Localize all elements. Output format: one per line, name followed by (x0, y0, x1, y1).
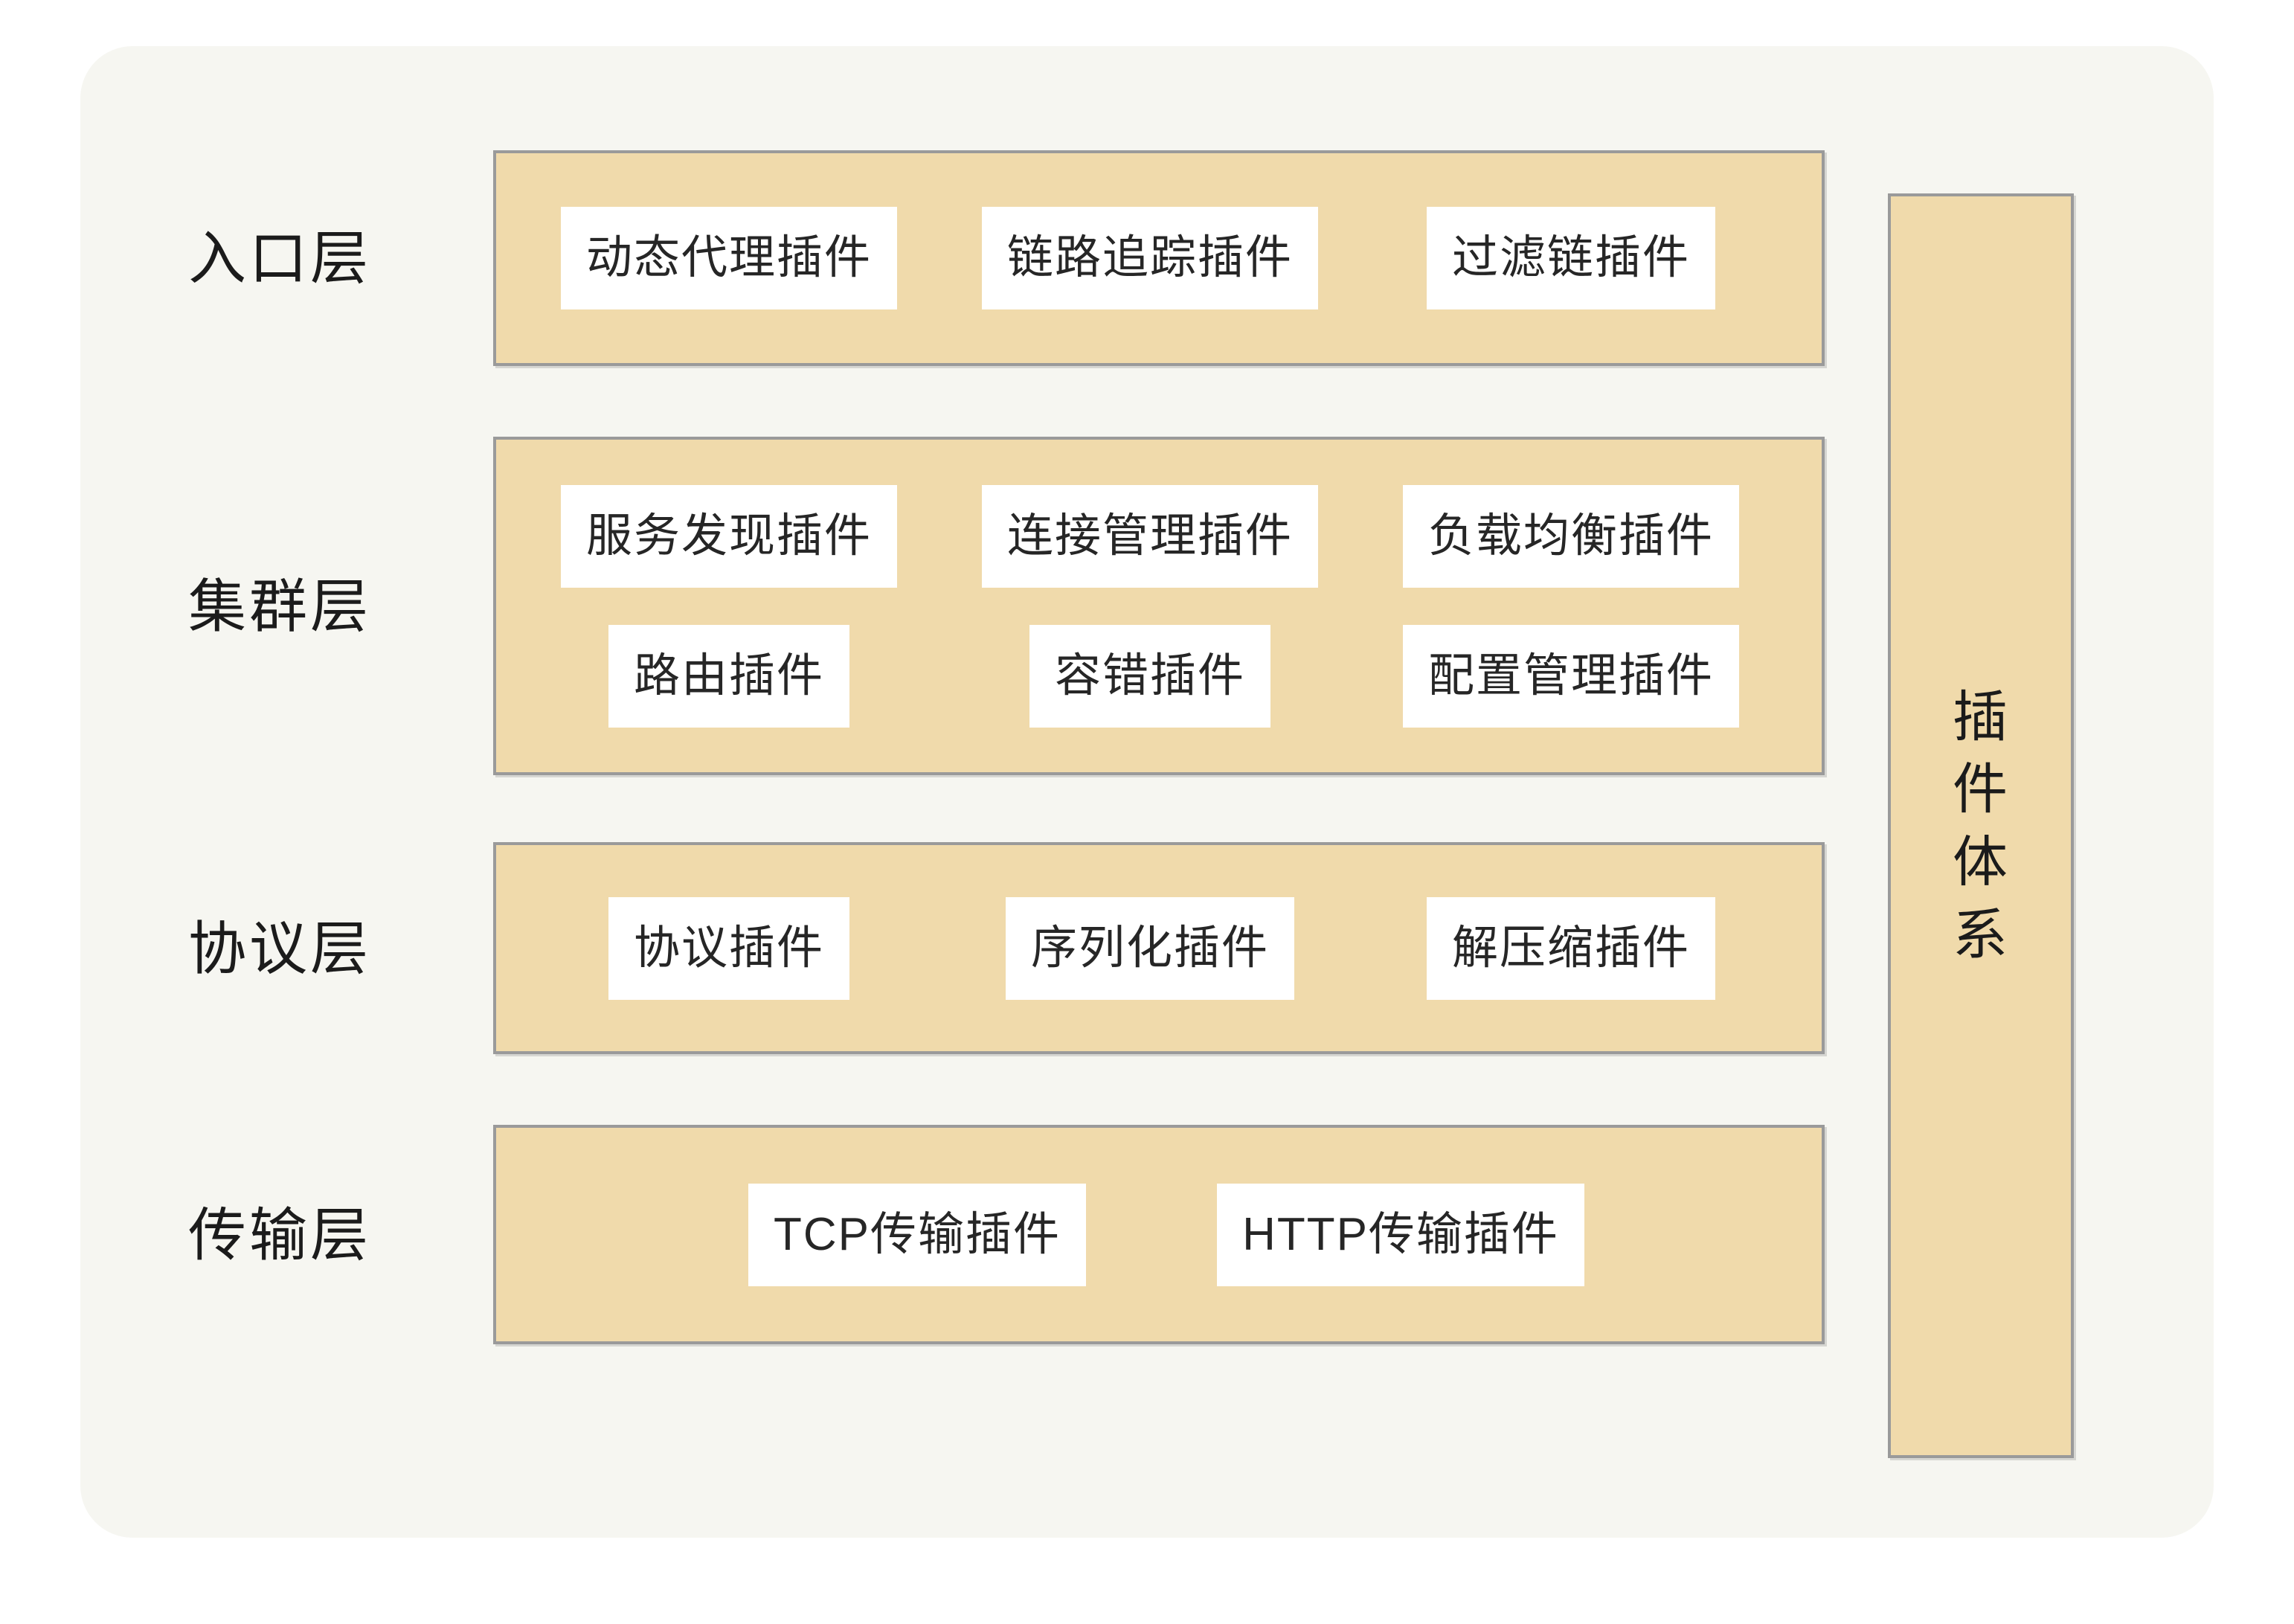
plugin-box-serialization[interactable]: 序列化插件 (1005, 896, 1294, 1000)
band-line: TCP传输插件 HTTP传输插件 (518, 1183, 1799, 1286)
layer-band-transport: TCP传输插件 HTTP传输插件 (493, 1125, 1825, 1344)
plugin-slot: 服务发现插件 (518, 484, 939, 588)
plugin-box-fault-tolerance[interactable]: 容错插件 (1029, 624, 1270, 728)
plugin-system-panel: 插件体系 (1888, 193, 2074, 1458)
plugin-box-compression[interactable]: 解压缩插件 (1426, 896, 1715, 1000)
plugin-box-filter-chain[interactable]: 过滤链插件 (1426, 207, 1715, 309)
layer-label-transport: 传输层 (188, 1201, 372, 1268)
band-line: 协议插件 序列化插件 解压缩插件 (518, 896, 1799, 1000)
plugin-box-service-discovery[interactable]: 服务发现插件 (560, 484, 897, 588)
plugin-box-routing[interactable]: 路由插件 (608, 624, 849, 728)
diagram-card: 入口层 动态代理插件 链路追踪插件 过滤链插件 (80, 46, 2214, 1538)
layer-stack: 入口层 动态代理插件 链路追踪插件 过滤链插件 (80, 46, 2214, 1538)
plugin-slot: HTTP传输插件 (1159, 1183, 1642, 1286)
plugin-slot: 容错插件 (939, 624, 1360, 728)
plugin-slot: 负载均衡插件 (1360, 484, 1781, 588)
plugin-slot: 序列化插件 (939, 896, 1360, 1000)
layer-label-cluster: 集群层 (188, 573, 372, 639)
layer-row-entry: 入口层 动态代理插件 链路追踪插件 过滤链插件 (80, 150, 2214, 366)
plugin-slot: 连接管理插件 (939, 484, 1360, 588)
plugin-slot: 协议插件 (518, 896, 939, 1000)
band-line: 服务发现插件 连接管理插件 负载均衡插件 (518, 484, 1799, 588)
layer-row-transport: 传输层 TCP传输插件 HTTP传输插件 (80, 1125, 2214, 1344)
plugin-box-tracing[interactable]: 链路追踪插件 (981, 207, 1318, 309)
plugin-box-config-management[interactable]: 配置管理插件 (1402, 624, 1739, 728)
plugin-box-http-transport[interactable]: HTTP传输插件 (1217, 1183, 1584, 1286)
layer-label-protocol: 协议层 (188, 915, 372, 981)
plugin-slot: TCP传输插件 (675, 1183, 1159, 1286)
layer-band-cluster: 服务发现插件 连接管理插件 负载均衡插件 路由插件 (493, 437, 1825, 775)
layer-band-entry: 动态代理插件 链路追踪插件 过滤链插件 (493, 150, 1825, 366)
plugin-box-load-balancing[interactable]: 负载均衡插件 (1402, 484, 1739, 588)
plugin-slot: 链路追踪插件 (939, 207, 1360, 309)
band-line: 路由插件 容错插件 配置管理插件 (518, 624, 1799, 728)
plugin-box-dynamic-proxy[interactable]: 动态代理插件 (560, 207, 897, 309)
plugin-box-connection-management[interactable]: 连接管理插件 (981, 484, 1318, 588)
plugin-slot: 路由插件 (518, 624, 939, 728)
plugin-slot: 过滤链插件 (1360, 207, 1781, 309)
band-line: 动态代理插件 链路追踪插件 过滤链插件 (518, 207, 1799, 309)
layer-row-protocol: 协议层 协议插件 序列化插件 解压缩插件 (80, 842, 2214, 1054)
plugin-slot: 解压缩插件 (1360, 896, 1781, 1000)
plugin-slot: 配置管理插件 (1360, 624, 1781, 728)
layer-row-cluster: 集群层 服务发现插件 连接管理插件 负载均衡插件 (80, 437, 2214, 775)
layer-band-protocol: 协议插件 序列化插件 解压缩插件 (493, 842, 1825, 1054)
plugin-slot: 动态代理插件 (518, 207, 939, 309)
plugin-box-protocol[interactable]: 协议插件 (608, 896, 849, 1000)
plugin-system-panel-label: 插件体系 (1953, 685, 2009, 966)
layer-label-entry: 入口层 (188, 225, 372, 291)
plugin-box-tcp-transport[interactable]: TCP传输插件 (748, 1183, 1086, 1286)
